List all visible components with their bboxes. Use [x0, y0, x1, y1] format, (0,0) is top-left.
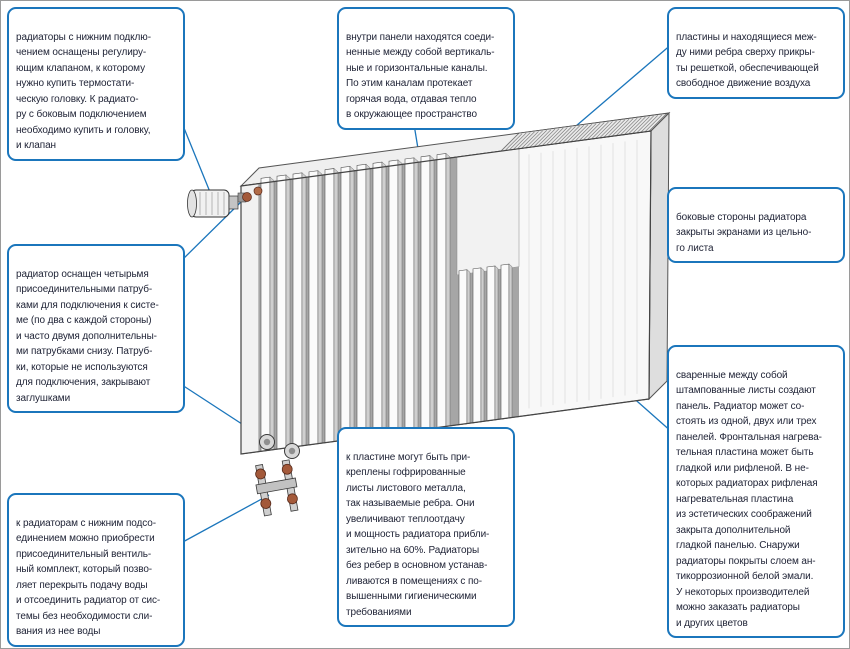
side-screen [648, 111, 670, 401]
front-outline [240, 130, 652, 455]
callout-stamped-panels: сваренные между собой штампованные листы… [667, 345, 845, 638]
panel-surface-lines [528, 139, 638, 409]
callout-connection-pipes: радиатор оснащен четырьмя присоединитель… [7, 244, 185, 413]
thermostatic-valve-head [187, 189, 239, 218]
fins [260, 153, 451, 452]
left-end-cap [240, 183, 260, 455]
callout-text: пластины и находящиеся меж- ду ними ребр… [676, 31, 819, 90]
bottom-valve-kit [255, 459, 299, 517]
callout-text: к радиаторам с нижним подсо- единением м… [16, 517, 161, 638]
callout-text: к пластине могут быть при- креплены гофр… [346, 451, 490, 618]
fins-short [458, 263, 513, 426]
top-grille [499, 112, 669, 152]
bottom-connection-pipes [259, 434, 300, 459]
grille-hatch-lines [500, 114, 667, 152]
callout-text: сваренные между собой штампованные листы… [676, 369, 822, 629]
callout-bottom-valve-kit: к радиаторам с нижним подсо- единением м… [7, 493, 185, 647]
callout-text: радиаторы с нижним подклю- чением оснаще… [16, 31, 151, 152]
inner-panel [456, 148, 520, 276]
connector-grille [575, 42, 674, 127]
radiator-body [239, 111, 671, 455]
callout-bottom-connection-valve: радиаторы с нижним подклю- чением оснаще… [7, 7, 185, 161]
callout-text: внутри панели находятся соеди- ненные ме… [346, 31, 495, 121]
callout-side-screens: боковые стороны радиатора закрыты экрана… [667, 187, 845, 263]
callout-text: боковые стороны радиатора закрыты экрана… [676, 211, 812, 254]
top-connection-fittings [237, 186, 263, 203]
callout-internal-channels: внутри панели находятся соеди- ненные ме… [337, 7, 515, 130]
callout-corrugated-ribs: к пластине могут быть при- креплены гофр… [337, 427, 515, 627]
connector-valve-kit [180, 494, 270, 544]
callout-text: радиатор оснащен четырьмя присоединитель… [16, 268, 159, 404]
callout-top-grille: пластины и находящиеся меж- ду ними ребр… [667, 7, 845, 99]
